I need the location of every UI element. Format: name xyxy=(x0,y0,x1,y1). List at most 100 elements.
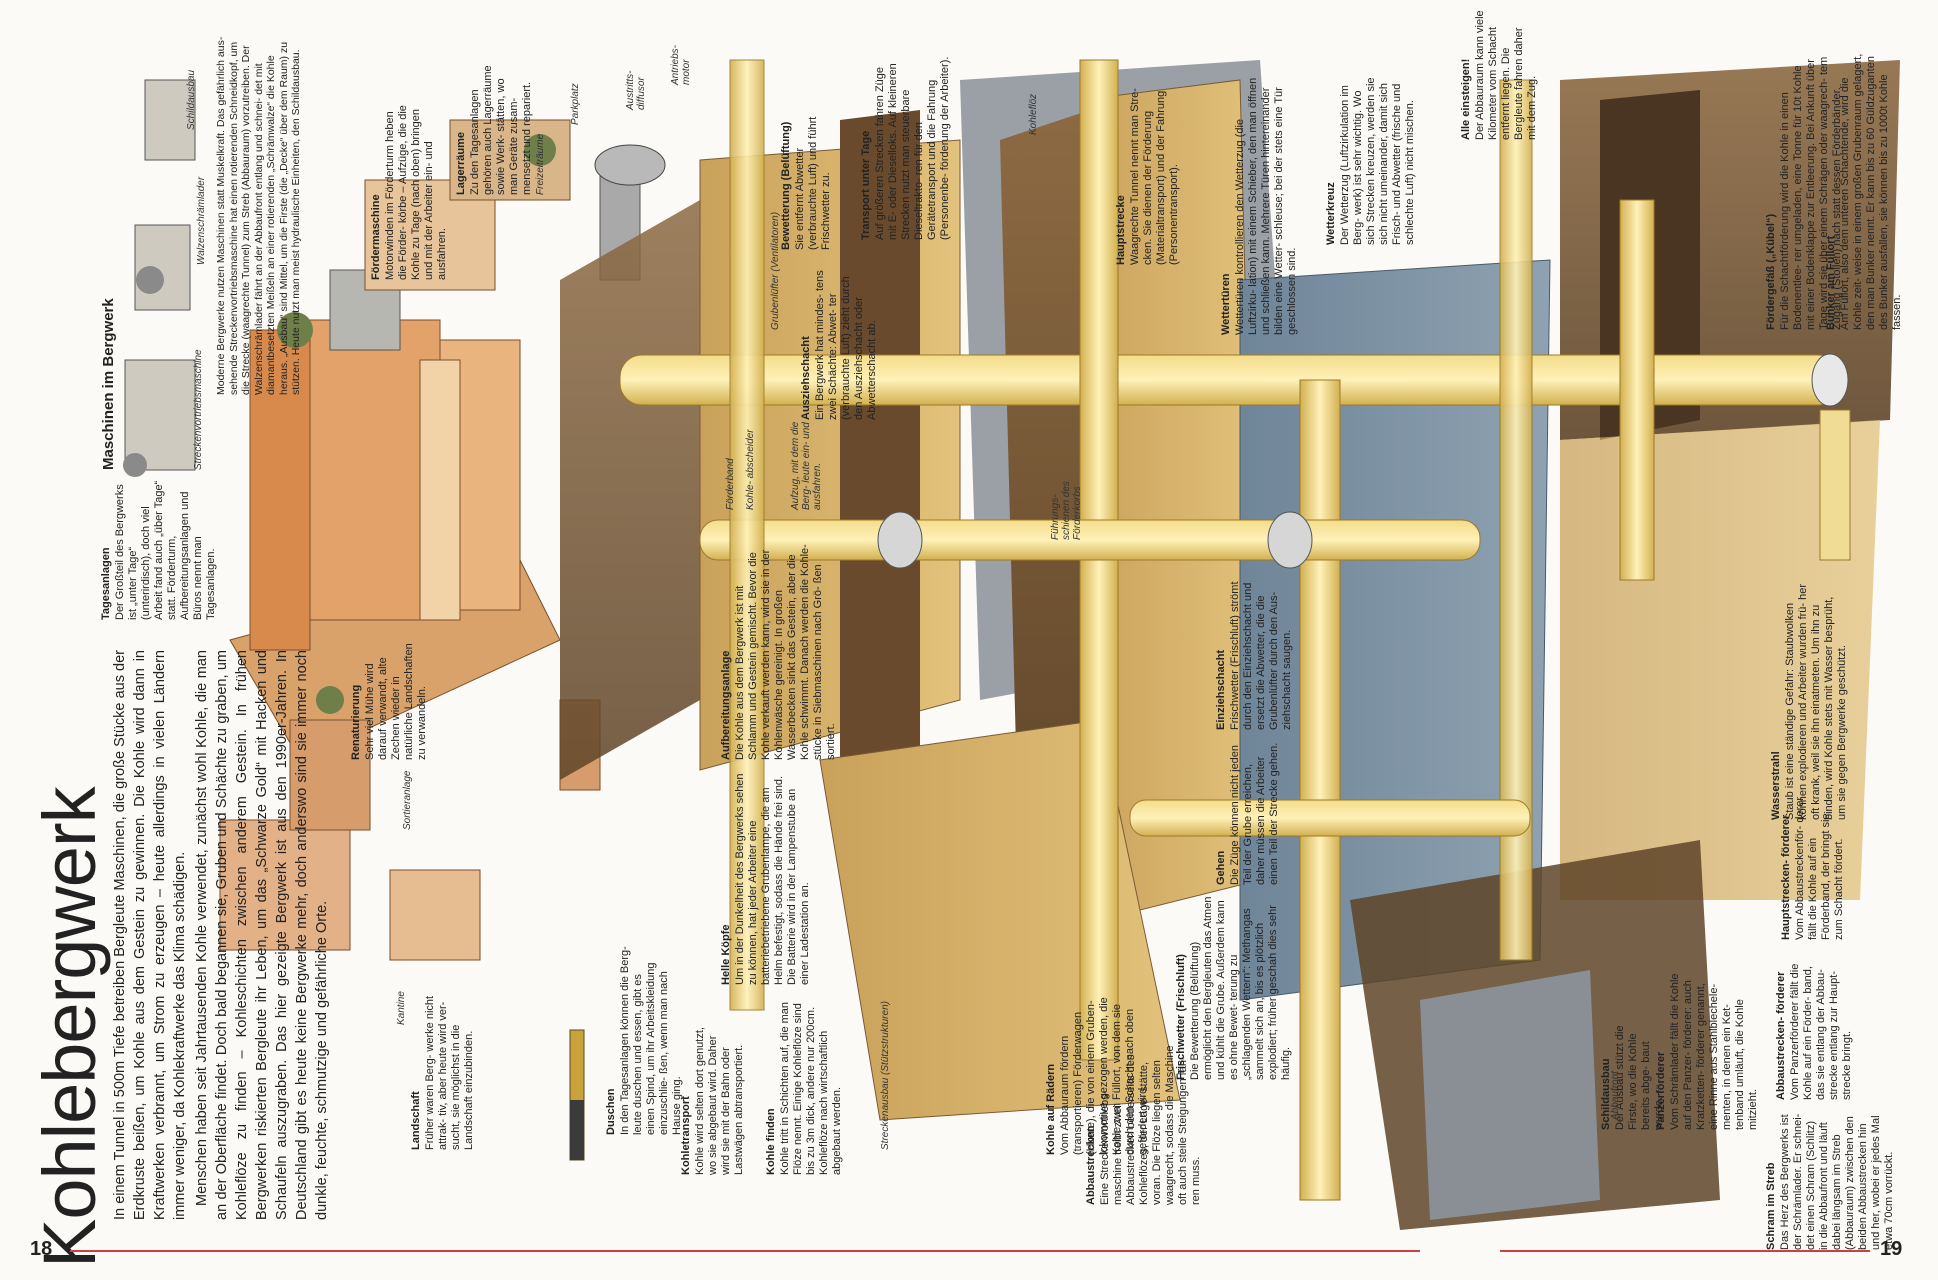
block-title: Wettertüren xyxy=(1220,273,1232,335)
block-title: Hauptstrecke xyxy=(1115,195,1127,265)
block-transport-unter-tage: Transport unter Tage Auf größeren Streck… xyxy=(860,50,952,240)
footer-rule-center xyxy=(630,1250,1420,1252)
block-title: Lagerräume xyxy=(455,132,467,195)
block-title: Ausziehschacht xyxy=(800,336,812,420)
caption-kohleabscheider: Kohle- abscheider xyxy=(745,429,756,510)
block-title: Kohletransport xyxy=(680,1096,692,1175)
block-einziehschacht: Einziehschacht Frischwetter (Frischluft)… xyxy=(1215,580,1294,730)
block-title: Bunker am Füllort xyxy=(1825,235,1837,330)
block-title: Landschaft xyxy=(410,1091,422,1150)
caption-grubenluefter: Grubenlüfter (Ventilatoren) xyxy=(770,211,781,330)
block-wetterkreuz: Wetterkreuz Der Wetterzug (Luftzirkulati… xyxy=(1325,75,1417,245)
block-bunker-am-fuellort: Bunker am Füllort Am Füllort, also dem u… xyxy=(1825,50,1904,330)
block-title: Abbaustrecken xyxy=(1085,1125,1097,1205)
caption-abbaufront: Abbaufront xyxy=(1610,1071,1621,1120)
block-title: Abbaustrecken- förderer xyxy=(1775,971,1787,1100)
block-text: Vom Panzerförderer fällt die Kohle auf e… xyxy=(1789,963,1853,1100)
block-wasserstrahl: Wasserstrahl Staub ist eine ständige Gef… xyxy=(1770,580,1849,820)
block-kohle-finden: Kohle finden Kohle tritt in Schichten au… xyxy=(765,995,844,1175)
caption-antriebsmotor: Antriebs- motor xyxy=(670,44,692,85)
block-abbaustreckenfoerderer: Abbaustrecken- förderer Vom Panzerförder… xyxy=(1775,950,1854,1100)
block-bewetterung: Bewetterung (Belüftung) Sie entfernt Abw… xyxy=(780,90,833,250)
block-text: Das Herz des Bergwerks ist der Schrämlad… xyxy=(1779,1113,1895,1250)
block-text: Kohle wird selten dort genutzt, wo sie a… xyxy=(694,1027,745,1175)
block-title: Tagesanlagen xyxy=(100,547,112,620)
block-title: Renaturierung xyxy=(350,684,362,760)
block-text: Die Züge können nicht jeden Teil der Gru… xyxy=(1229,742,1280,885)
block-text: Ein Bergwerk hat mindes- tens zwei Schäc… xyxy=(814,270,878,420)
caption-aufzug: Aufzug, mit dem die Berg- leute ein- und… xyxy=(790,421,823,510)
block-abbaustrecken: Abbaustrecken Eine Streckenvortriebs- ma… xyxy=(1085,1045,1203,1205)
block-kohletransport: Kohletransport Kohle wird selten dort ge… xyxy=(680,1015,746,1175)
block-text: Die Bewetterung (Belüftung) ermöglicht d… xyxy=(1189,896,1292,1080)
block-foerdermaschine: Fördermaschine Motorwinden im Förderturm… xyxy=(370,100,449,280)
footer-rule-right xyxy=(1500,1250,1870,1252)
block-text: Sehr viel Mühe wird darauf verwandt, alt… xyxy=(364,643,428,760)
caption-kantine: Kantine xyxy=(396,991,407,1025)
intro-paragraph: Menschen haben seit Jahrtausenden Kohle … xyxy=(194,650,330,1220)
block-text: Die Kohle aus dem Bergwerk ist mit Schla… xyxy=(734,544,837,760)
block-text: Der Wetterzug (Luftzirkulation im Berg- … xyxy=(1339,77,1416,245)
block-text: Um in der Dunkelheit des Bergwerks sehen… xyxy=(734,773,811,985)
block-text: Staub ist eine ständige Gefahr: Staubwol… xyxy=(1784,583,1848,820)
block-title: Aufbereitungsanlage xyxy=(720,650,732,760)
caption-parkplatz: Parkplatz xyxy=(570,83,581,125)
caption-sortieranlage: Sortieranlage xyxy=(402,770,413,830)
intro-paragraph: In einem Tunnel in 500m Tiefe betreiben … xyxy=(112,650,188,1220)
coal-train xyxy=(569,1029,585,1161)
page-title: Kohlebergwerk xyxy=(28,786,111,1268)
block-title: Helle Köpfe xyxy=(720,924,732,985)
block-title: Fördermaschine xyxy=(370,194,382,280)
block-title: Bewetterung (Belüftung) xyxy=(780,121,792,250)
block-text: Der Abbauraum kann viele Kilometer vom S… xyxy=(1474,10,1538,140)
block-hauptstrecke: Hauptstrecke Waagrechte Tunnel nennt man… xyxy=(1115,75,1181,265)
block-title: Transport unter Tage xyxy=(860,130,872,240)
block-text: Kohle tritt in Schichten auf, die man Fl… xyxy=(779,1001,843,1175)
block-text: Auf größeren Strecken fahren Züge mit E-… xyxy=(874,56,951,240)
block-title: Gehen xyxy=(1215,850,1227,885)
block-text: Vom Schrämlader fällt die Kohle auf den … xyxy=(1669,973,1759,1130)
block-title: Schram im Streb xyxy=(1765,1162,1777,1250)
block-title: Kohle finden xyxy=(765,1108,777,1175)
machines-box: Maschinen im Bergwerk xyxy=(100,20,117,470)
page-number-right: 19 xyxy=(1880,1238,1903,1260)
block-schram-im-streb: Schram im Streb Das Herz des Bergwerks i… xyxy=(1765,1110,1896,1250)
block-renaturierung: Renaturierung Sehr viel Mühe wird darauf… xyxy=(350,630,429,760)
surface-buildings xyxy=(219,119,666,961)
block-ausziehschacht: Ausziehschacht Ein Bergwerk hat mindes- … xyxy=(800,270,879,420)
footer-rule-left xyxy=(70,1250,630,1252)
caption-streckenausbau: Streckenausbau (Stützstrukturen) xyxy=(880,1001,891,1150)
block-tagesanlagen: Tagesanlagen Der Großteil des Bergwerks … xyxy=(100,480,218,620)
block-text: Eine Streckenvortriebs- maschine treibt … xyxy=(1099,1045,1202,1205)
block-duschen: Duschen In den Tagesanlagen können die B… xyxy=(605,945,684,1135)
block-landschaft: Landschaft Früher waren Berg- werke nich… xyxy=(410,990,476,1150)
caption-austrittsdiffusor: Austritts- diffusor xyxy=(625,70,647,110)
page-number-left: 18 xyxy=(30,1238,53,1260)
block-text: In den Tagesanlagen können die Berg- leu… xyxy=(619,946,683,1135)
block-text: Zu den Tagesanlagen gehören auch Lagerrä… xyxy=(469,65,533,195)
block-text: Sie entfernt Abwetter (verbrauchte Luft)… xyxy=(794,116,832,250)
block-title: Alle einsteigen! xyxy=(1460,58,1472,140)
block-text: Vom Abbaustreckenför- derer fällt die Ko… xyxy=(1794,796,1845,940)
block-text: Motorwinden im Förderturm heben die Förd… xyxy=(384,105,448,280)
block-text: Der Ausbau stützt die Firste, wo die Koh… xyxy=(1614,1025,1665,1130)
block-lagerraeume: Lagerräume Zu den Tagesanlagen gehören a… xyxy=(455,55,534,195)
machines-title: Maschinen im Bergwerk xyxy=(100,298,117,470)
caption-kohlefloez: Kohleflöz xyxy=(1028,93,1039,135)
block-text: Am Füllort, also dem unteren Schachtende… xyxy=(1839,53,1903,330)
block-wettertueren: Wettertüren Wettertüren kontrollieren de… xyxy=(1220,75,1299,335)
block-text: Frischwetter (Frischluft) strömt durch d… xyxy=(1229,581,1293,730)
caption-walzenschraemlader: Walzenschrämlader xyxy=(196,176,207,265)
block-panzerfoerderer: Panzerförderer Vom Schrämlader fällt die… xyxy=(1655,970,1760,1130)
block-helle-koepfe: Helle Köpfe Um in der Dunkelheit des Ber… xyxy=(720,765,812,985)
intro-text: In einem Tunnel in 500m Tiefe betreiben … xyxy=(110,650,360,1220)
block-text: Wettertüren kontrollieren den Wetterzug … xyxy=(1234,77,1298,335)
block-text: Waagrechte Tunnel nennt man Stre- cken. … xyxy=(1129,88,1180,265)
caption-freizeitraeume: Freizeiträume xyxy=(535,133,546,195)
block-title: Kohle auf Rädern xyxy=(1045,1063,1057,1155)
block-gehen: Gehen Die Züge können nicht jeden Teil d… xyxy=(1215,735,1281,885)
block-text: Früher waren Berg- werke nicht attrak- t… xyxy=(424,995,475,1150)
block-alle-einsteigen: Alle einsteigen! Der Abbauraum kann viel… xyxy=(1460,10,1539,140)
machine-thumbnails xyxy=(123,79,196,477)
